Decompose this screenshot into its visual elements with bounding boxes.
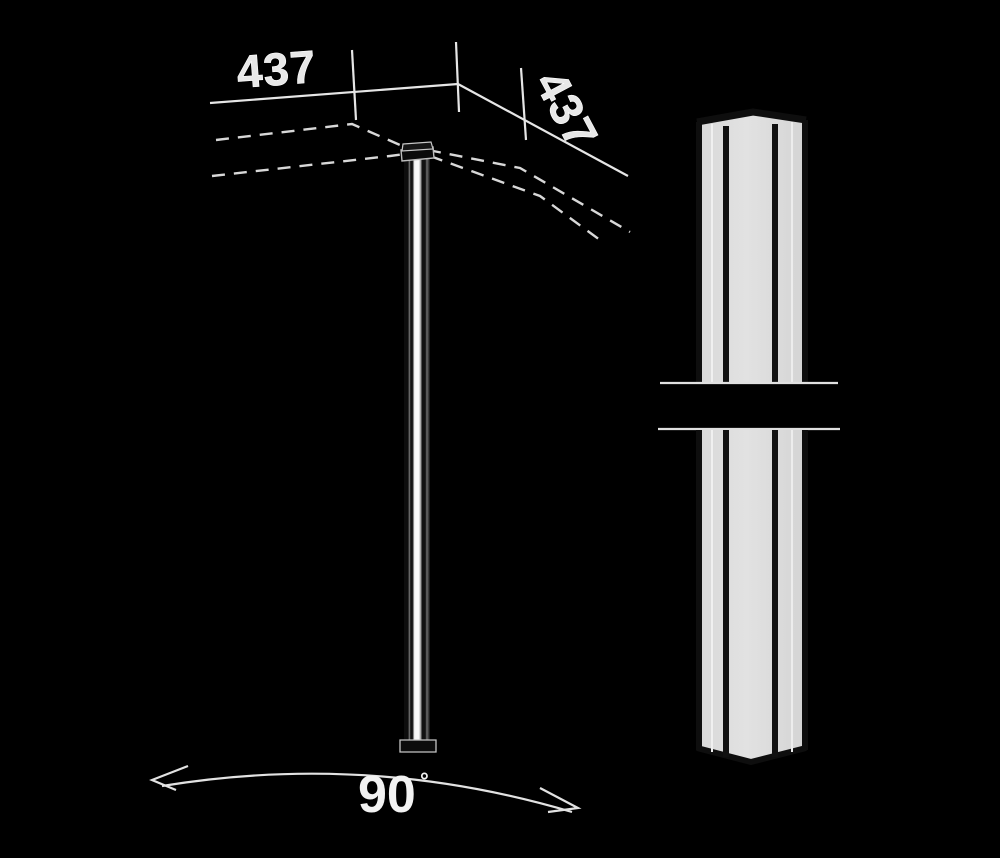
dashed-guide-lower-right [429, 154, 601, 241]
break-line-group [658, 381, 840, 431]
profile-lower-bottom [696, 745, 807, 765]
corner-post-perspective-view [399, 141, 437, 753]
dimension-label-right: 437 [525, 62, 608, 157]
profile-section-lower [696, 430, 808, 765]
dimension-label-left: 437 [235, 40, 318, 98]
post-body [404, 152, 430, 748]
dashed-guide-lower-left [211, 150, 421, 178]
profile-upper-fill [697, 112, 806, 382]
profile-lower-fill [697, 430, 806, 762]
dashed-guide-upper-left [215, 122, 417, 154]
angle-arc [161, 772, 573, 814]
dimension-tick-right [519, 67, 528, 141]
angle-degree-symbol: ° [420, 768, 429, 793]
dashed-guide-upper-right [427, 148, 631, 234]
profile-upper-cap [696, 108, 807, 126]
angle-dimension-group: 90 ° [149, 764, 582, 824]
dimension-line-right [457, 83, 629, 177]
dimension-tick-center [454, 41, 461, 113]
dimension-tick-left [350, 49, 358, 121]
dimension-line-left [209, 82, 459, 105]
profile-section-upper [696, 108, 808, 382]
angle-label: 90 [358, 766, 416, 824]
angle-arrow-left [149, 764, 189, 792]
angle-arrow-right [539, 787, 582, 814]
post-cap-top [401, 141, 434, 152]
post-base [399, 739, 437, 753]
